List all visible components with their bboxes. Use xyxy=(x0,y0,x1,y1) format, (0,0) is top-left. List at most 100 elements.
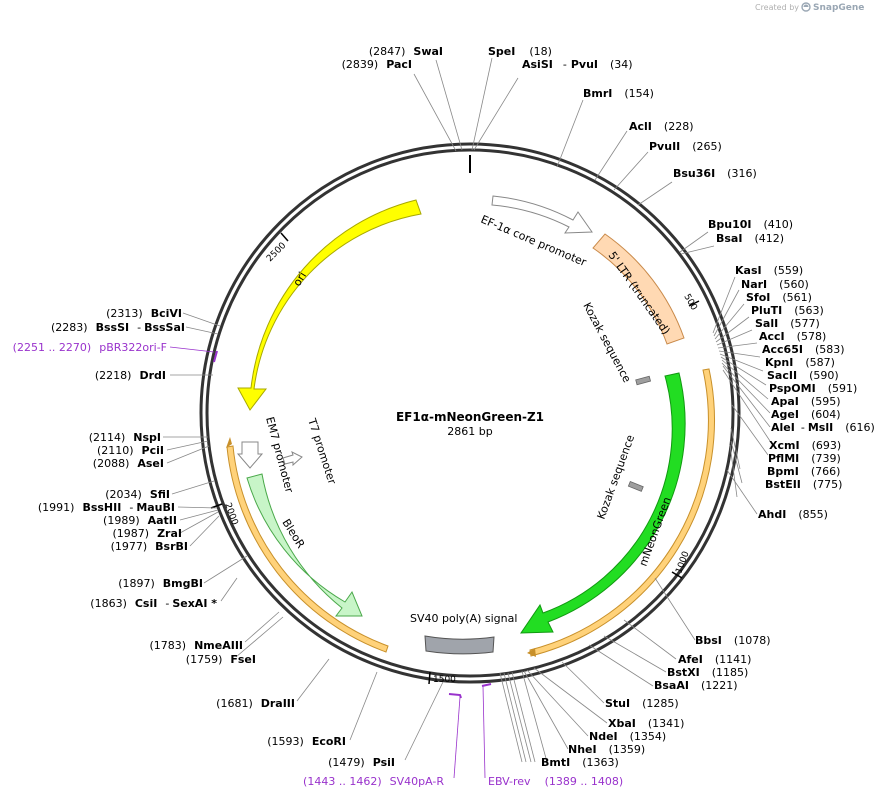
site-label-bpu10i: Bpu10I(410) xyxy=(708,218,793,231)
site-label-spei: SpeI(18) xyxy=(488,45,552,58)
site-label-pluti: PluTI(563) xyxy=(751,304,824,317)
primer-mark-sv40pa-r xyxy=(448,693,462,699)
site-label-xcmi: XcmI(693) xyxy=(769,439,841,452)
site-label-ndei: NdeI(1354) xyxy=(589,730,666,743)
site-label-bsteii: BstEII(775) xyxy=(765,478,842,491)
site-label-bmri: BmrI(154) xyxy=(583,87,654,100)
site-label-bsai: BsaI(412) xyxy=(716,232,784,245)
site-label-pcii: (2110)PciI xyxy=(97,444,164,457)
site-label-sacii: SacII(590) xyxy=(767,369,839,382)
site-label-nspi: (2114)NspI xyxy=(89,431,161,444)
site-label-asisi: AsiSI-PvuI(34) xyxy=(522,58,633,71)
primer-mark-pbr322ori xyxy=(213,350,218,363)
feature-label-em7: EM7 promoter xyxy=(263,415,296,494)
feature-t7 xyxy=(282,451,303,467)
tick-1500 xyxy=(428,671,431,685)
site-label-sfoi: SfoI(561) xyxy=(746,291,812,304)
tick-2500 xyxy=(280,232,289,242)
tick-500 xyxy=(688,300,700,307)
site-label-bmgbi: (1897)BmgBI xyxy=(118,577,203,590)
site-label-nhei: NheI(1359) xyxy=(568,743,645,756)
plasmid-name: EF1α-mNeonGreen-Z1 xyxy=(396,410,544,424)
site-label-bsssi: (2283)BssSI-BssSaI xyxy=(51,321,185,334)
site-label-alei: AleI-MslI(616) xyxy=(771,421,875,434)
site-label-swai: (2847)SwaI xyxy=(369,45,443,58)
site-label-acci: AccI(578) xyxy=(759,330,826,343)
plasmid-length: 2861 bp xyxy=(447,425,492,438)
site-label-bsrbi: (1977)BsrBI xyxy=(111,540,188,553)
site-label-pflmi: PflMI(739) xyxy=(768,452,841,465)
feature-kozak-2 xyxy=(627,481,644,492)
site-label-apai: ApaI(595) xyxy=(771,395,841,408)
site-label-pvuii: PvuII(265) xyxy=(649,140,722,153)
created-by-text: Created by xyxy=(755,3,799,12)
site-label-bsu36i: Bsu36I(316) xyxy=(673,167,757,180)
feature-ori xyxy=(237,199,422,411)
site-label-ahdi: AhdI(855) xyxy=(758,508,828,521)
primer-label-ebv-rev: EBV-rev(1389 .. 1408) xyxy=(488,775,623,788)
site-label-bmti: BmtI(1363) xyxy=(541,756,619,769)
primer-marks xyxy=(213,350,492,699)
site-label-ecori: (1593)EcoRI xyxy=(267,735,346,748)
tick-label-1500: 1500 xyxy=(433,675,456,685)
site-label-drdi: (2218)DrdI xyxy=(95,369,166,382)
site-label-acc65i: Acc65I(583) xyxy=(762,343,845,356)
feature-bleor xyxy=(246,473,363,617)
site-label-bbsi: BbsI(1078) xyxy=(695,634,770,647)
tick-1000 xyxy=(671,571,683,579)
site-label-nmeaiii: (1783)NmeAIII xyxy=(150,639,244,652)
sites-right: SpeI(18) AsiSI-PvuI(34) BmrI(154) AclI(2… xyxy=(488,45,875,769)
brand-text: SnapGene xyxy=(813,3,864,13)
site-label-acli: AclI(228) xyxy=(629,120,694,133)
backbone xyxy=(199,142,741,684)
feature-label-kozak-2: Kozak sequence xyxy=(595,433,638,521)
site-label-xbai: XbaI(1341) xyxy=(608,717,684,730)
site-label-agei: AgeI(604) xyxy=(771,408,841,421)
sites-left: (2847)SwaI (2839)PacI (2313)BciVI (2283)… xyxy=(38,45,443,769)
site-label-stui: StuI(1285) xyxy=(605,697,679,710)
snapgene-logo-icon xyxy=(801,2,811,12)
site-label-csii: (1863)CsiI-SexAI * xyxy=(90,597,217,610)
feature-5ltr xyxy=(592,233,685,345)
feature-mneongreen xyxy=(520,372,686,634)
feature-sv40pa xyxy=(424,635,495,655)
site-label-sfii: (2034)SfiI xyxy=(105,488,170,501)
feature-bleor-outer-arrow xyxy=(226,437,232,448)
feature-em7 xyxy=(236,441,264,469)
site-label-asei: (2088)AseI xyxy=(93,457,164,470)
feature-label-t7: T7 promoter xyxy=(305,416,339,486)
site-label-kasi: KasI(559) xyxy=(735,264,803,277)
site-label-paci: (2839)PacI xyxy=(342,58,412,71)
tick-label-500: 500 xyxy=(681,293,698,313)
feature-label-sv40pa: SV40 poly(A) signal xyxy=(410,612,517,625)
site-label-draiii: (1681)DraIII xyxy=(216,697,295,710)
feature-kozak-1 xyxy=(635,375,652,386)
feature-ef1a xyxy=(491,195,593,234)
feature-label-kozak-1: Kozak sequence xyxy=(580,300,633,385)
primer-labels: (2251 .. 2270)pBR322ori-F (1443 .. 1462)… xyxy=(13,341,623,788)
site-label-kpni: KpnI(587) xyxy=(765,356,835,369)
site-label-bpmi: BpmI(766) xyxy=(767,465,840,478)
site-label-nari: NarI(560) xyxy=(741,278,809,291)
site-label-sali: SalI(577) xyxy=(755,317,820,330)
site-label-bsshii: (1991)BssHII-MauBI xyxy=(38,501,175,514)
site-label-zrai: (1987)ZraI xyxy=(113,527,183,540)
site-label-afei: AfeI(1141) xyxy=(678,653,751,666)
site-label-aatii: (1989)AatII xyxy=(103,514,177,527)
primer-label-sv40pa-r: (1443 .. 1462)SV40pA-R xyxy=(303,775,444,788)
primer-label-pbr322ori-f: (2251 .. 2270)pBR322ori-F xyxy=(13,341,167,354)
feature-mneongreen-outer-arrow xyxy=(527,648,536,657)
site-label-psii: (1479)PsiI xyxy=(328,756,395,769)
primer-mark-ebv-rev xyxy=(481,683,492,687)
site-label-pspomi: PspOMI(591) xyxy=(769,382,857,395)
site-label-bcivi: (2313)BciVI xyxy=(106,307,182,320)
feature-mneongreen-outer xyxy=(529,368,715,657)
site-label-fsei: (1759)FseI xyxy=(186,653,256,666)
leader-lines xyxy=(163,57,771,763)
feature-label-ori: ori xyxy=(291,270,310,289)
site-label-bstxi: BstXI(1185) xyxy=(667,666,748,679)
feature-bleor-outer xyxy=(226,445,389,653)
tick-2000 xyxy=(210,503,223,509)
site-label-bsaai: BsaAI(1221) xyxy=(654,679,738,692)
